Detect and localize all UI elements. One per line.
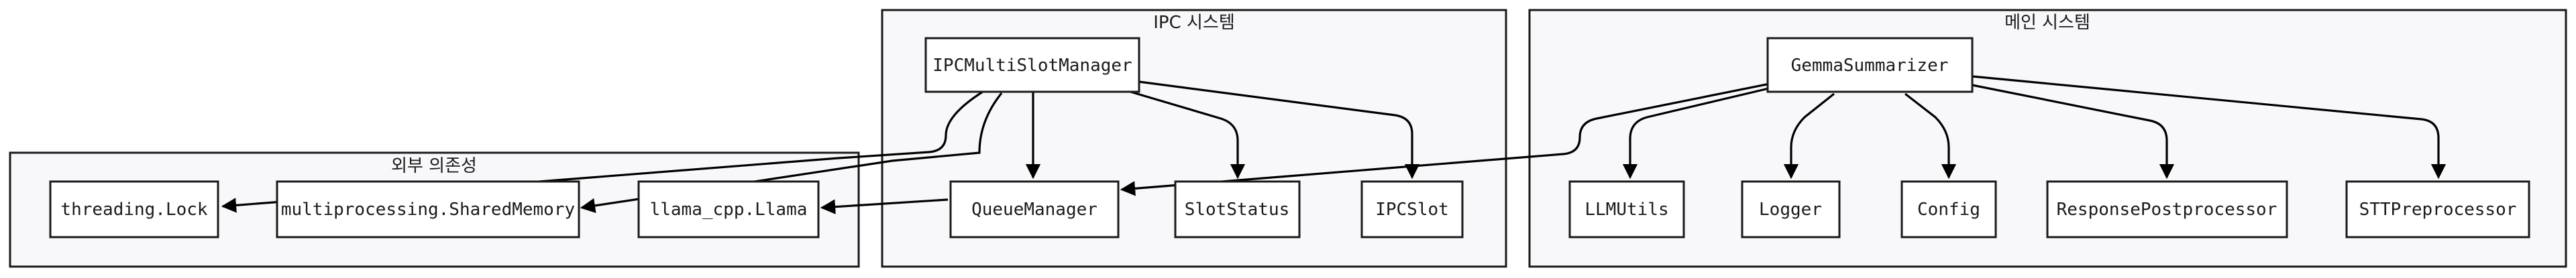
- node-ipc-multislot-manager-label: IPCMultiSlotManager: [932, 56, 1132, 76]
- edge-ipcmultislotmanager-sharedmemory: [580, 92, 1003, 214]
- node-response-postprocessor[interactable]: ResponsePostprocessor: [2046, 180, 2288, 238]
- node-gemma-summarizer-label: GemmaSummarizer: [1791, 56, 1949, 76]
- node-config[interactable]: Config: [1900, 180, 1997, 238]
- edge-gemmasummarizer-llmutils: [1622, 86, 1775, 180]
- node-ipc-slot-label: IPCSlot: [1375, 200, 1449, 220]
- node-queue-manager[interactable]: QueueManager: [949, 180, 1120, 238]
- node-config-label: Config: [1917, 200, 1980, 220]
- cluster-main-label: 메인 시스템: [2004, 13, 2090, 33]
- edge-ipcmultislotmanager-slotstatus: [1130, 90, 1246, 180]
- node-threading-lock-label: threading.Lock: [60, 200, 207, 220]
- node-shared-memory[interactable]: multiprocessing.SharedMemory: [276, 180, 580, 238]
- node-llm-utils-label: LLMUtils: [1585, 200, 1668, 220]
- edge-gemmasummarizer-responsepostprocessor: [1972, 84, 2175, 180]
- node-logger-label: Logger: [1759, 200, 1822, 220]
- node-ipc-slot[interactable]: IPCSlot: [1360, 180, 1464, 238]
- edge-gemmasummarizer-queuemanager: [1120, 78, 1790, 196]
- node-logger[interactable]: Logger: [1741, 180, 1841, 238]
- node-queue-manager-label: QueueManager: [971, 200, 1097, 220]
- node-slot-status-label: SlotStatus: [1185, 200, 1290, 220]
- node-stt-preprocessor[interactable]: STTPreprocessor: [2345, 180, 2530, 238]
- edge-gemmasummarizer-sttpreprocessor: [1972, 75, 2447, 180]
- node-gemma-summarizer[interactable]: GemmaSummarizer: [1766, 37, 1974, 93]
- node-llm-utils[interactable]: LLMUtils: [1568, 180, 1685, 238]
- edge-gemmasummarizer-config: [1904, 92, 1957, 180]
- cluster-ipc-label: IPC 시스템: [1153, 13, 1235, 33]
- node-response-postprocessor-label: ResponsePostprocessor: [2057, 200, 2277, 220]
- node-llama[interactable]: llama_cpp.Llama: [637, 180, 820, 238]
- node-threading-lock[interactable]: threading.Lock: [49, 180, 219, 238]
- edge-queuemanager-llama: [820, 198, 949, 214]
- node-ipc-multislot-manager[interactable]: IPCMultiSlotManager: [924, 37, 1140, 93]
- edge-ipcmultislotmanager-threadinglock: [221, 90, 983, 213]
- node-llama-label: llama_cpp.Llama: [650, 200, 808, 220]
- edges: [221, 75, 2447, 214]
- node-slot-status[interactable]: SlotStatus: [1174, 180, 1301, 238]
- cluster-external-label: 외부 의존성: [391, 156, 477, 176]
- edge-gemmasummarizer-logger: [1783, 92, 1835, 180]
- node-shared-memory-label: multiprocessing.SharedMemory: [281, 200, 575, 220]
- node-stt-preprocessor-label: STTPreprocessor: [2359, 200, 2517, 220]
- edge-ipcmultislotmanager-ipcslot: [1138, 80, 1420, 180]
